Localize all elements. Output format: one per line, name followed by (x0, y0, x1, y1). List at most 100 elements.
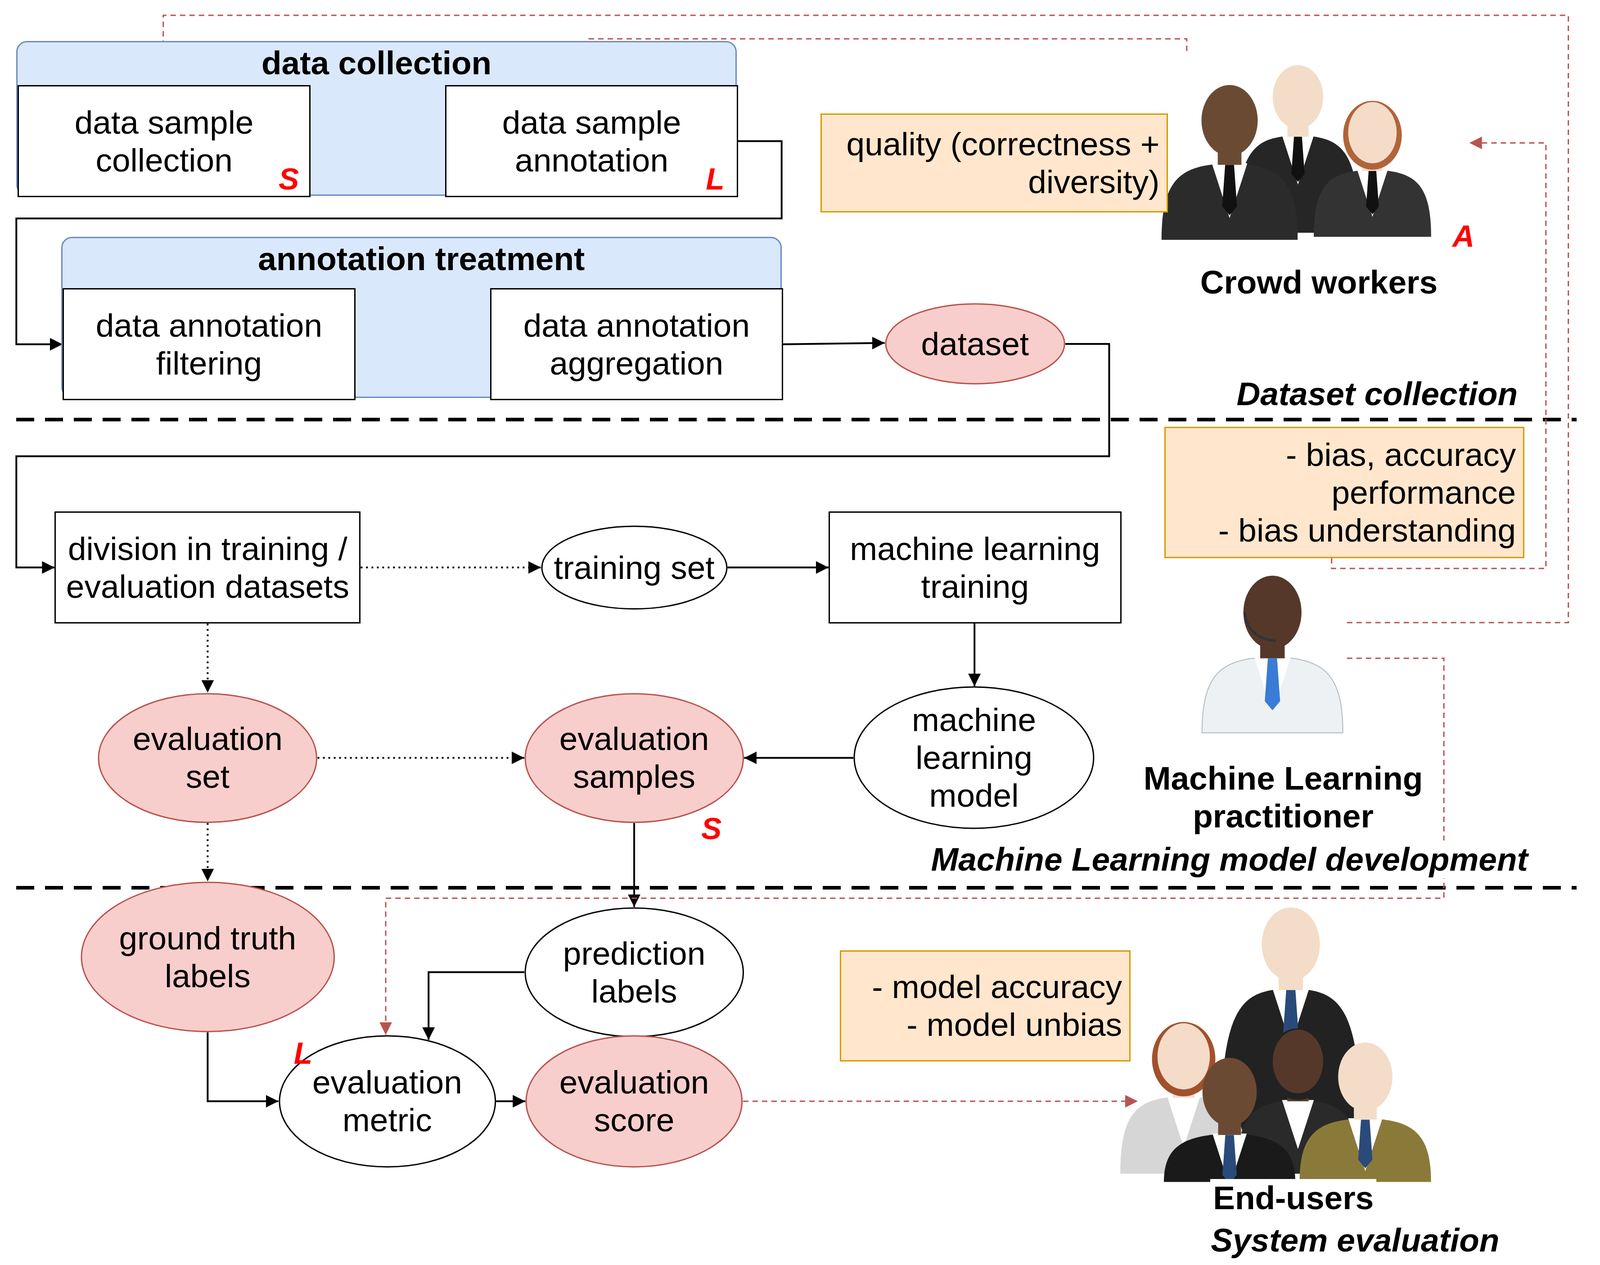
node-label: dataset (921, 324, 1029, 363)
person-tie (1222, 164, 1238, 216)
ellipse-outline (524, 906, 744, 1038)
process-box: data sample annotationL (445, 85, 739, 198)
process-box: data sample collectionS (17, 85, 311, 198)
person-shirt (1282, 135, 1315, 185)
node-label: - model unbias (906, 1005, 1123, 1044)
connector (973, 623, 976, 686)
group-band: annotation treatment data annotation filt… (61, 236, 782, 398)
connector (206, 822, 209, 881)
data-ellipse: dataset (884, 302, 1066, 385)
process-box: division in training / evaluation datase… (54, 511, 361, 624)
role-letter: S (701, 812, 722, 844)
connector (428, 972, 525, 1040)
process-box: data annotation filtering (62, 288, 356, 401)
node-label: quality (correctness + diversity) (844, 125, 1160, 201)
person-head (1201, 85, 1258, 157)
node-label: evaluation samples (548, 719, 720, 796)
ellipse-shape (854, 686, 1094, 829)
data-ellipse: ground truth labelsL (80, 881, 336, 1033)
person-head (1243, 575, 1302, 650)
connector (495, 1099, 526, 1102)
section-divider (16, 417, 1577, 422)
connector (727, 566, 829, 569)
group-heading: data collection (261, 44, 492, 82)
role-letter: L (293, 1037, 313, 1069)
section-label: System evaluation (1207, 1221, 1502, 1259)
ellipse-outline (80, 881, 336, 1033)
section-label: Machine Learning model development (928, 840, 1531, 879)
ellipse-shape (279, 1035, 496, 1167)
person-tie (1365, 171, 1379, 215)
data-ellipse: evaluation set (97, 692, 318, 824)
person-head (1157, 1023, 1210, 1090)
role-letter: A (1452, 220, 1475, 252)
section-label: Dataset collection (1233, 374, 1521, 413)
connector (207, 1032, 279, 1101)
node-label: machine learning training (844, 529, 1106, 606)
role-letter: S (278, 163, 299, 194)
node-label: data annotation filtering (87, 306, 331, 383)
node-label: Machine Learning practitioner (1127, 759, 1439, 835)
node-label: data sample collection (56, 103, 273, 180)
node-label: division in training / evaluation datase… (63, 529, 352, 606)
person-head (1348, 102, 1398, 164)
person-shirt (1253, 656, 1291, 714)
ellipse-shape (98, 693, 317, 823)
ellipse-outline (524, 692, 744, 824)
node-label: ground truth labels (101, 919, 314, 995)
actor: Machine Learning practitioner (1219, 571, 1347, 835)
connector (317, 756, 525, 759)
actor: Crowd workersA (1168, 50, 1470, 301)
node-label: training set (554, 548, 715, 587)
node-label: prediction labels (548, 934, 720, 1010)
connector (743, 756, 854, 759)
person-figure (1161, 85, 1298, 240)
person-figure (1313, 100, 1432, 237)
node-label: evaluation metric (301, 1063, 473, 1139)
node-label: data annotation aggregation (514, 306, 758, 383)
person-head (1272, 65, 1324, 129)
node-label: data sample annotation (483, 103, 700, 180)
data-ellipse: training set (540, 525, 728, 610)
data-ellipse: evaluation score (525, 1034, 744, 1168)
node-label: evaluation score (548, 1063, 720, 1139)
group-heading: annotation treatment (257, 239, 585, 278)
ellipse-shape (541, 526, 727, 609)
person-hair (1343, 100, 1402, 170)
node-label: machine learning model (906, 700, 1042, 815)
actor: End-users (1137, 897, 1450, 1217)
process-box: data annotation aggregation (490, 288, 784, 401)
connector (783, 342, 885, 345)
process-box: machine learning training (828, 511, 1122, 624)
person-body (1161, 163, 1298, 240)
ellipse-shape (525, 693, 744, 823)
person-tie (1222, 1134, 1237, 1184)
connector (360, 566, 541, 569)
person-shirt (1212, 163, 1248, 219)
person-head (1338, 1042, 1393, 1111)
person-body (1313, 169, 1432, 237)
node-label: Crowd workers (1197, 263, 1441, 302)
person-tie (1264, 658, 1280, 711)
note-box: quality (correctness + diversity) (820, 113, 1168, 213)
person-figure (1163, 1057, 1296, 1187)
data-ellipse: evaluation samplesS (524, 692, 744, 824)
node-label: evaluation set (121, 719, 293, 796)
data-ellipse: prediction labels (524, 906, 744, 1038)
person-figure (1202, 575, 1344, 733)
node-label: - bias understanding (1218, 511, 1517, 550)
person-shirt (1356, 169, 1388, 217)
person-head (1202, 1057, 1258, 1127)
ellipse-shape (885, 303, 1065, 384)
person-tie (1291, 136, 1305, 182)
ellipse-shape (81, 882, 335, 1032)
note-box: - model accuracy- model unbias (839, 950, 1131, 1062)
note-box: - bias, accuracy performance- bias under… (1164, 426, 1525, 559)
connector (633, 822, 636, 907)
connector (743, 1100, 1138, 1102)
ellipse-shape (526, 1035, 743, 1167)
person-head (1272, 1029, 1324, 1093)
person-head (1261, 907, 1320, 981)
connector (206, 623, 209, 693)
people-art (1120, 65, 1432, 1187)
